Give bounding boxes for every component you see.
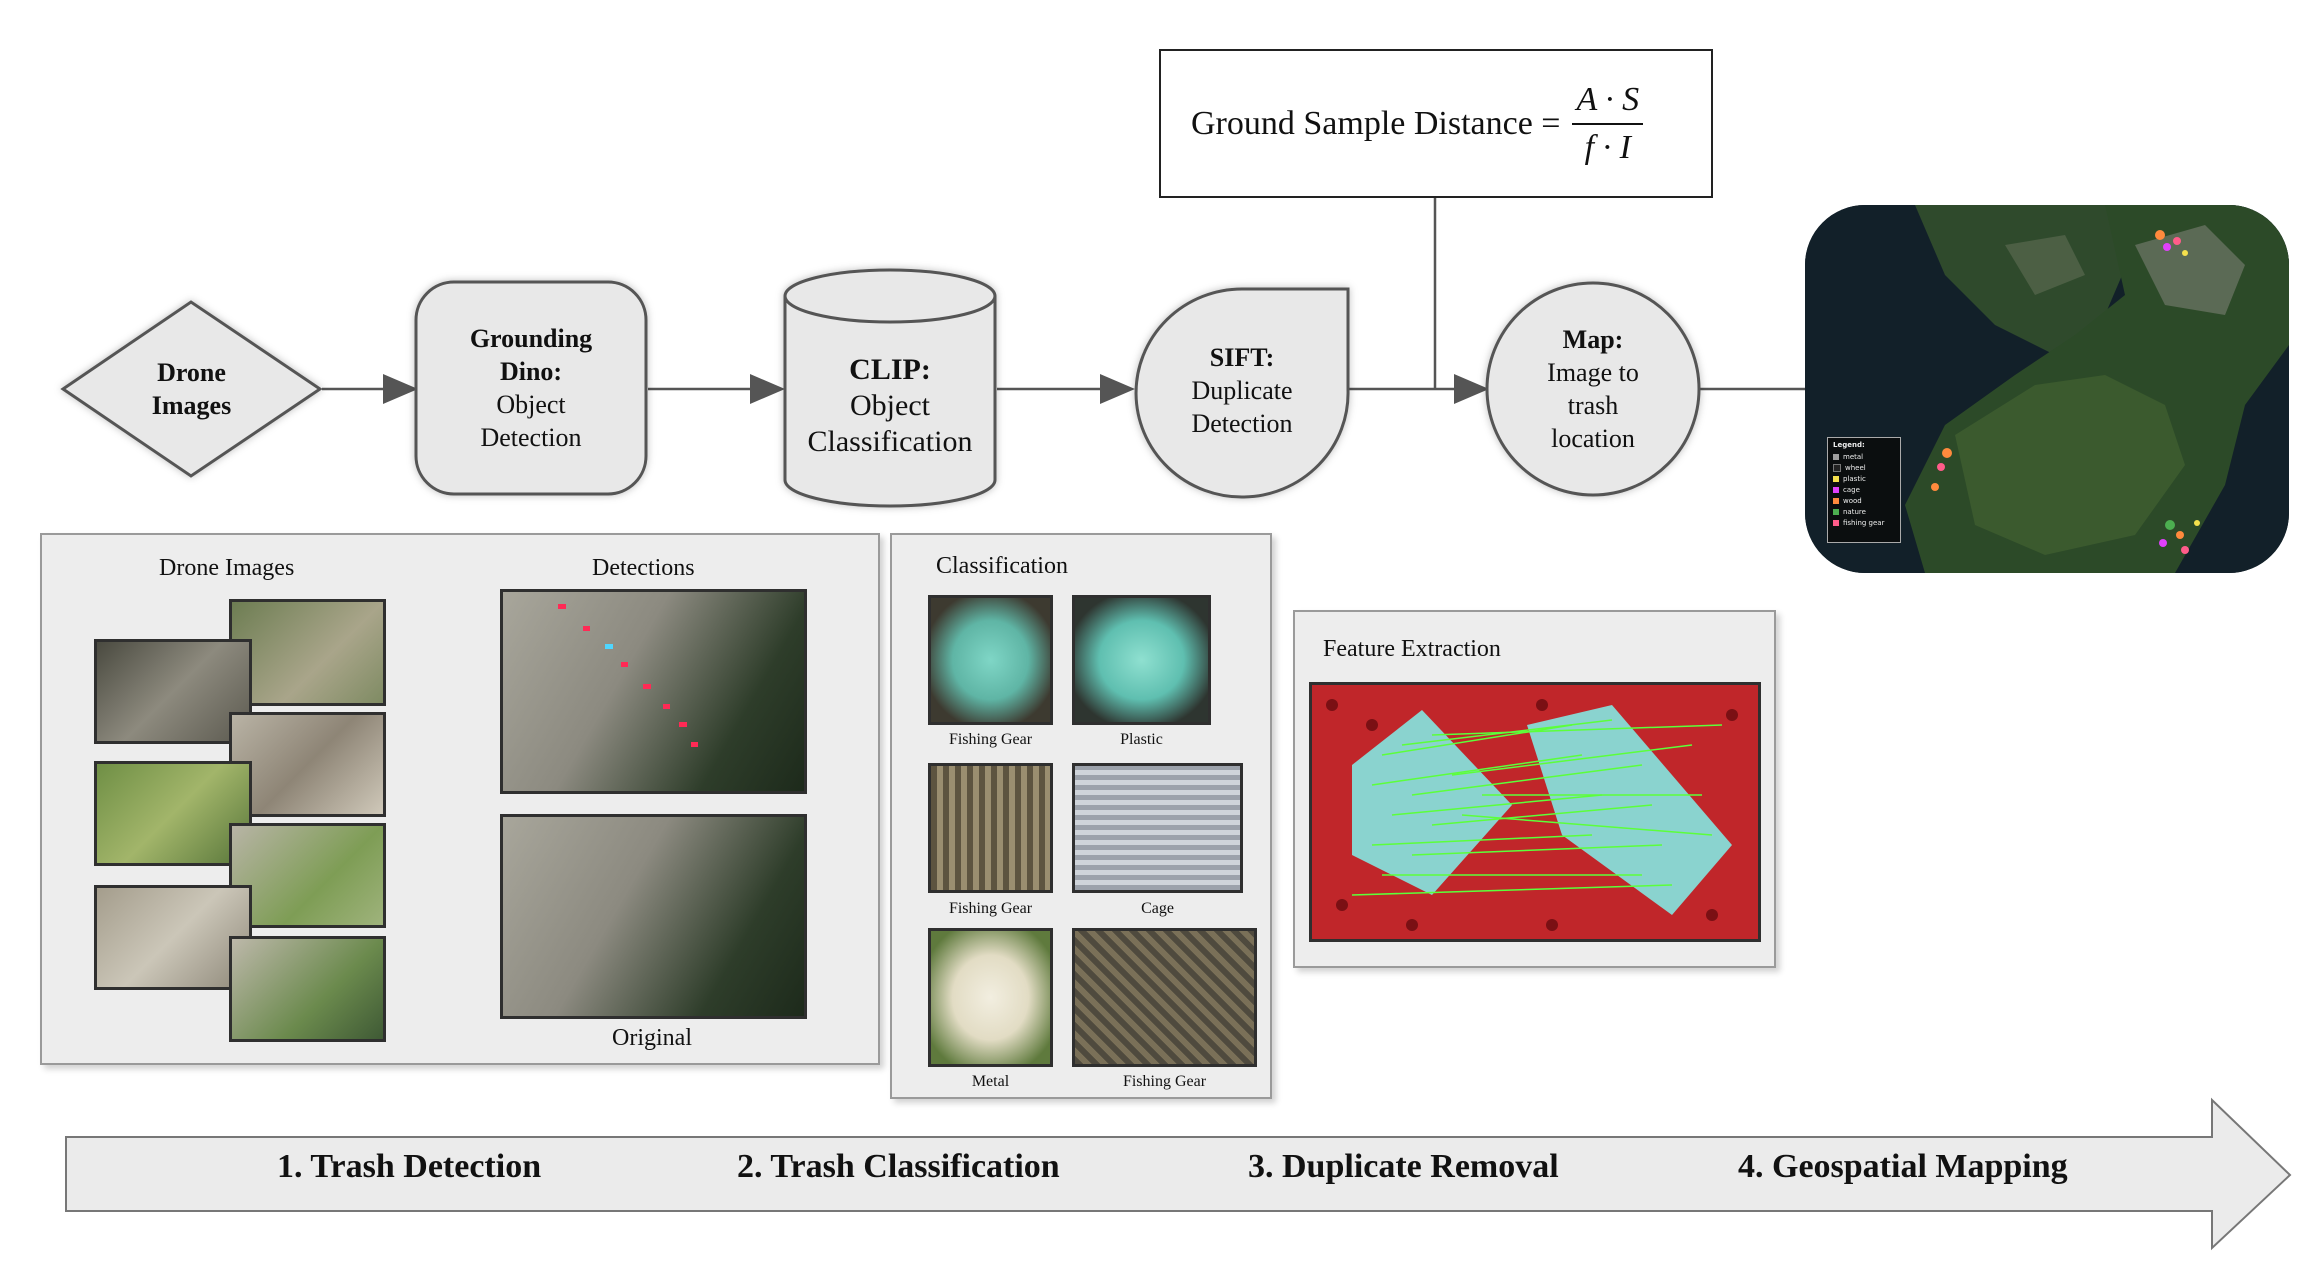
node-sift: SIFT: Duplicate Detection [1136, 338, 1348, 442]
node-drone-images: Drone Images [63, 330, 320, 448]
detection-result-image [500, 589, 807, 794]
original-label: Original [612, 1025, 692, 1051]
legend-swatch [1833, 453, 1839, 460]
legend-swatch [1833, 475, 1839, 482]
node-map: Map: Image to trash location [1487, 318, 1699, 460]
node-label: location [1551, 424, 1635, 453]
stage-label-duplicate-removal: 3. Duplicate Removal [1248, 1148, 1559, 1185]
formula-lhs: Ground Sample Distance = [1191, 104, 1561, 142]
classification-image [928, 595, 1053, 725]
node-label: Duplicate [1191, 375, 1293, 405]
legend-label: cage [1843, 485, 1860, 494]
node-label: trash [1567, 391, 1619, 420]
classification-caption: Fishing Gear [948, 731, 1033, 748]
map-legend: Legend: metal wheel plastic cage wood na… [1827, 437, 1901, 543]
drone-thumbnail [94, 639, 252, 744]
legend-swatch [1833, 508, 1839, 515]
feature-extraction-panel: Feature Extraction [1293, 610, 1776, 968]
detections-title: Detections [592, 555, 695, 581]
node-label: Image to [1547, 358, 1639, 387]
node-label: Object [496, 390, 566, 419]
stage-label-geospatial-mapping: 4. Geospatial Mapping [1738, 1148, 2068, 1185]
node-clip: CLIP: Object Classification [785, 346, 995, 466]
sift-matches [1312, 685, 1758, 939]
legend-swatch [1833, 519, 1839, 526]
node-label: Object [850, 389, 930, 422]
legend-label: wheel [1845, 463, 1866, 472]
feature-extraction-title: Feature Extraction [1323, 636, 1501, 662]
legend-item: wheel [1833, 462, 1895, 473]
detection-panel: Drone Images Detections Original [40, 533, 880, 1065]
node-label: Classification [807, 425, 973, 458]
classification-caption: Fishing Gear [948, 900, 1033, 917]
original-image [500, 814, 807, 1019]
node-label: Images [151, 391, 232, 420]
classification-caption: Plastic [1120, 731, 1163, 748]
node-grounding-dino: Grounding Dino: Object Detection [416, 318, 646, 458]
classification-image [928, 928, 1053, 1067]
legend-item: cage [1833, 484, 1895, 495]
node-label: Dino: [499, 357, 563, 386]
classification-caption: Cage [1141, 900, 1174, 917]
node-grounding-dino-shape [414, 280, 648, 496]
drone-thumbnail [229, 712, 386, 817]
legend-item: wood [1833, 495, 1895, 506]
drone-thumbnail [94, 761, 252, 866]
legend-label: fishing gear [1843, 518, 1885, 527]
classification-panel: Classification Fishing Gear Plastic Fish… [890, 533, 1272, 1099]
legend-label: wood [1843, 496, 1862, 505]
legend-item: fishing gear [1833, 517, 1895, 528]
legend-item: nature [1833, 506, 1895, 517]
node-label: SIFT: [1209, 342, 1275, 372]
classification-caption: Metal [971, 1073, 1010, 1090]
legend-label: plastic [1843, 474, 1866, 483]
drone-images-title: Drone Images [159, 555, 295, 581]
node-drone-images-shape [60, 300, 323, 478]
drone-thumbnail [229, 823, 386, 928]
drone-thumbnail [229, 599, 386, 706]
classification-image [1072, 595, 1211, 725]
legend-item: metal [1833, 451, 1895, 462]
formula-numerator: A · S [1572, 81, 1644, 125]
legend-title: Legend: [1833, 441, 1865, 449]
node-map-shape [1485, 281, 1701, 497]
legend-swatch [1833, 486, 1839, 493]
stage-arrow-shape [65, 1097, 2292, 1251]
detection-boxes [558, 604, 698, 747]
node-label: Map: [1562, 325, 1624, 354]
legend-swatch [1833, 463, 1841, 472]
drone-thumbnail [229, 936, 386, 1042]
legend-label: nature [1843, 507, 1866, 516]
classification-caption: Fishing Gear [1122, 1073, 1207, 1090]
legend-item: plastic [1833, 473, 1895, 484]
node-sift-shape [1134, 287, 1350, 499]
node-label: Grounding [469, 324, 593, 353]
node-label: CLIP: [849, 353, 931, 386]
classification-image [1072, 928, 1257, 1067]
classification-image [1072, 763, 1243, 893]
gsd-formula-box: Ground Sample Distance = A · S f · I [1159, 49, 1713, 198]
drone-thumbnail [94, 885, 252, 990]
stage-label-trash-detection: 1. Trash Detection [277, 1148, 542, 1185]
node-label: Drone [157, 358, 226, 387]
stage-label-trash-classification: 2. Trash Classification [737, 1148, 1060, 1185]
classification-image [928, 763, 1053, 893]
node-clip-shape [783, 268, 997, 508]
formula-denominator: f · I [1584, 128, 1631, 166]
node-label: Detection [480, 423, 582, 452]
classification-title: Classification [936, 553, 1068, 579]
formula-fraction: A · S f · I [1572, 81, 1644, 167]
legend-label: metal [1843, 452, 1864, 461]
sift-match-image [1309, 682, 1761, 942]
node-label: Detection [1191, 408, 1293, 438]
legend-swatch [1833, 497, 1839, 504]
